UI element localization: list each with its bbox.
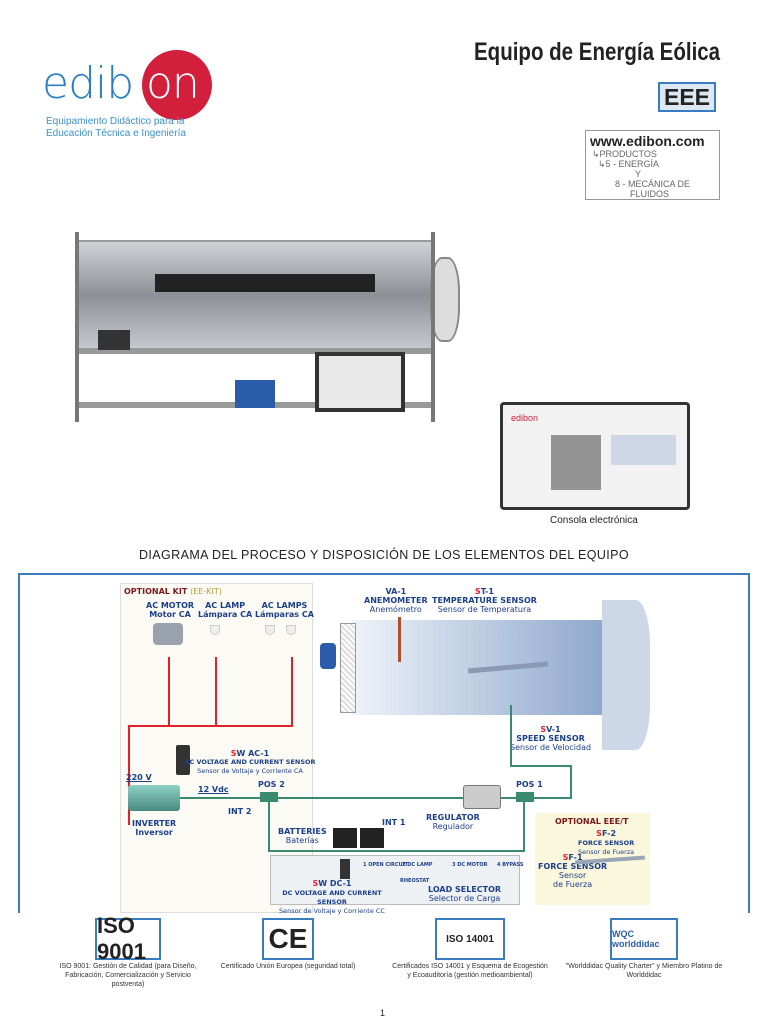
- nav-line: Y: [635, 169, 642, 179]
- battery-icon: [333, 828, 357, 848]
- sw-ac-1-es: Sensor de Voltaje y Corriente CA: [197, 767, 303, 775]
- inverter-icon: [128, 785, 180, 811]
- optional-kit-code: (EE-KIT): [190, 587, 222, 596]
- optional-eeet-label: OPTIONAL EEE/T: [555, 817, 629, 826]
- lamp-icon: [210, 625, 220, 635]
- nav-line: FLUIDOS: [630, 189, 670, 199]
- optional-kit-label: OPTIONAL KIT: [124, 587, 188, 596]
- pos2-connector: [260, 792, 278, 802]
- pos1-label: POS 1: [516, 780, 543, 789]
- ac-lamp-label-es: Lámpara CA: [198, 610, 253, 619]
- sv-1-name: SPEED SENSOR: [516, 734, 585, 743]
- sf-1-es: Sensor: [558, 871, 587, 880]
- st-1-label: T-1: [480, 587, 494, 596]
- sw-dc-1-es: Sensor de Voltaje y Corriente CC: [279, 907, 385, 915]
- lamp-icon: [265, 625, 275, 635]
- sf-1-name: FORCE SENSOR: [538, 862, 608, 871]
- worlddidac-logo: WQC worlddidac: [610, 918, 678, 960]
- tagline: Equipamiento Didáctico para la: [46, 116, 185, 127]
- iso9001-logo: ISO 9001: [95, 913, 161, 964]
- int1-label: INT 1: [382, 818, 406, 827]
- selector-position[interactable]: 3 DC MOTOR: [452, 862, 488, 868]
- cert-caption: ISO 9001: Gestión de Calidad (para Diseñ…: [59, 963, 197, 988]
- regulator-label: REGULATOR: [426, 813, 480, 822]
- sf-2-name: FORCE SENSOR: [578, 839, 635, 847]
- nav-line: 8 - MECÁNICA DE: [615, 179, 691, 189]
- cert-caption: Certificados ISO 14001 y Esquema de Ecog…: [392, 963, 548, 979]
- st-1-es: Sensor de Temperatura: [437, 605, 532, 614]
- 220v-label: 220 V: [126, 773, 152, 782]
- sf-2-label: F-2: [601, 829, 617, 838]
- sw-ac-meter-icon: [176, 745, 190, 775]
- outlet-bell: [602, 600, 650, 750]
- cert-caption: "Worlddidac Quality Charter" y Miembro P…: [565, 963, 723, 979]
- equipment-photo: [65, 222, 460, 442]
- selector-position[interactable]: 2 DC LAMP: [402, 862, 433, 868]
- cert-caption: Certificado Unión Europea (seguridad tot…: [220, 963, 356, 970]
- rheostat-label: RHEOSTAT: [400, 878, 430, 884]
- va-1-es: Anemómetro: [369, 605, 422, 614]
- pos2-label: POS 2: [258, 780, 285, 789]
- sw-dc-meter-icon: [340, 859, 350, 879]
- nav-line: ↳PRODUCTOS: [592, 149, 657, 159]
- battery-icon: [360, 828, 384, 848]
- ac-motor-label: AC MOTOR: [146, 601, 195, 610]
- load-selector-panel: [270, 855, 520, 905]
- st-1-name: TEMPERATURE SENSOR: [432, 596, 537, 605]
- pos1-connector: [516, 792, 534, 802]
- ac-lamps-label: AC LAMPS: [261, 601, 308, 610]
- logo-circle: [142, 50, 212, 120]
- sw-ac-1-name: AC VOLTAGE AND CURRENT SENSOR: [184, 758, 316, 766]
- sw-ac-1-label: W AC-1: [236, 749, 270, 758]
- edibon-logo: edib: [42, 58, 134, 109]
- sv-1-es: Sensor de Velocidad: [510, 743, 592, 752]
- sv-1-label: V-1: [546, 725, 561, 734]
- page-number: 1: [380, 1008, 386, 1018]
- inverter-label: INVERTER: [132, 819, 177, 828]
- fan-icon: [320, 643, 336, 669]
- load-selector-label: LOAD SELECTOR: [428, 885, 502, 894]
- iso14001-emas-logo: ISO 14001: [435, 918, 505, 960]
- ac-lamp-label: AC LAMP: [205, 601, 246, 610]
- page-title: Equipo de Energía Eólica: [473, 38, 720, 66]
- sf-2-es: Sensor de Fuerza: [578, 848, 635, 856]
- regulator-icon: [463, 785, 501, 809]
- ac-motor-icon: [153, 623, 183, 645]
- console-caption: Consola electrónica: [550, 515, 638, 526]
- selector-position[interactable]: 4 BYPASS: [497, 862, 524, 868]
- electronic-console-photo: edibon: [500, 402, 690, 510]
- sf-1-label: F-1: [568, 853, 583, 862]
- va-1-label: VA-1: [385, 587, 407, 596]
- web-box: www.edibon.com ↳PRODUCTOS ↳5 - ENERGÍA Y…: [585, 130, 720, 200]
- inverter-label-es: Inversor: [135, 828, 173, 837]
- batteries-label-es: Baterías: [285, 836, 319, 845]
- ce-logo: CE: [262, 918, 314, 960]
- va-1-name: ANEMOMETER: [364, 596, 428, 605]
- ac-lamps-label-es: Lámparas CA: [255, 610, 314, 619]
- tagline: Educación Técnica e Ingeniería: [46, 128, 186, 139]
- sw-dc-1-label: W DC-1: [318, 879, 352, 888]
- nav-line: ↳5 - ENERGÍA: [598, 159, 660, 169]
- selector-position[interactable]: 1 OPEN CIRCUIT: [363, 862, 408, 868]
- 12vdc-label: 12 Vdc: [198, 785, 229, 794]
- load-selector-label-es: Selector de Carga: [428, 894, 501, 903]
- product-code: EEE: [658, 82, 716, 112]
- sw-dc-1-name: DC VOLTAGE AND CURRENT SENSOR: [282, 889, 382, 906]
- lamp-icon: [286, 625, 296, 635]
- batteries-label: BATTERIES: [278, 827, 327, 836]
- sf-1-es: de Fuerza: [553, 880, 593, 889]
- ac-motor-label-es: Motor CA: [149, 610, 191, 619]
- regulator-label-es: Regulador: [432, 822, 474, 831]
- int2-label: INT 2: [228, 807, 252, 816]
- website-link[interactable]: www.edibon.com: [590, 133, 705, 149]
- edibon-logo-on: on: [146, 58, 200, 109]
- grid-filter: [340, 623, 356, 713]
- section-heading: DIAGRAMA DEL PROCESO Y DISPOSICIÓN DE LO…: [139, 548, 629, 562]
